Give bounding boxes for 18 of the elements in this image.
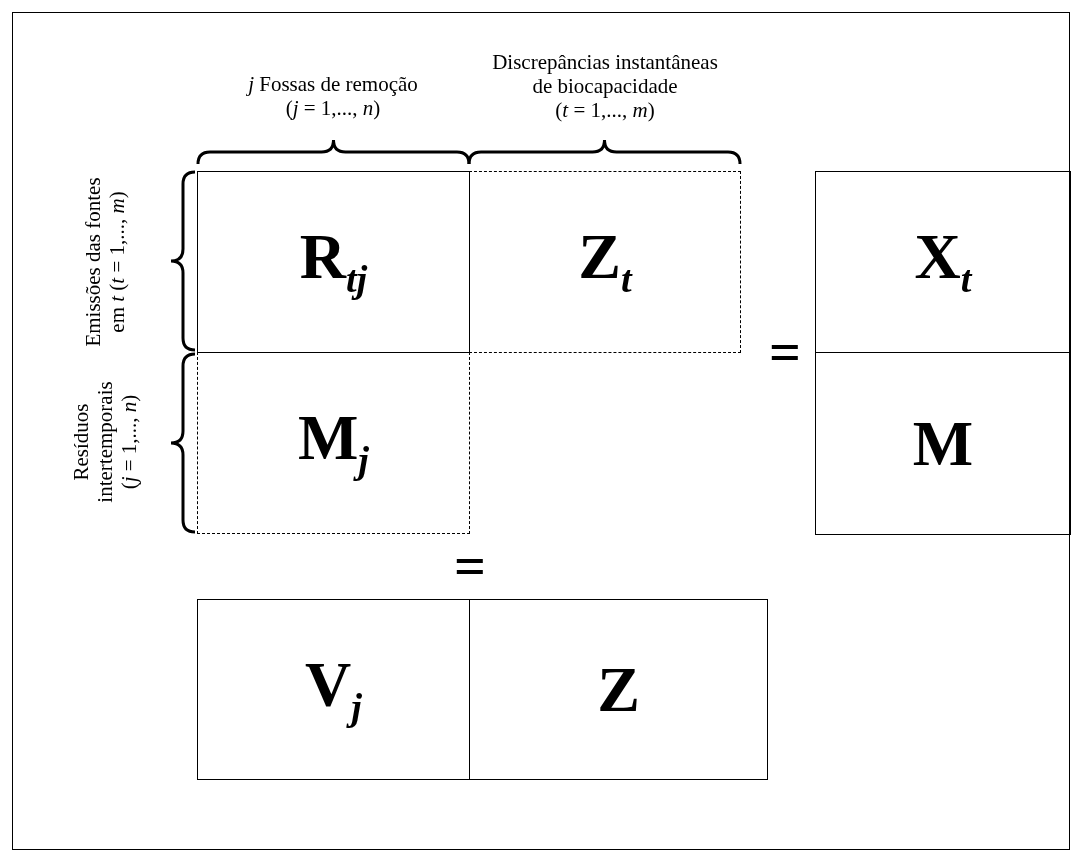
matrix-symbol: M$_{j}$: [297, 406, 370, 480]
matrix-cell: [469, 171, 741, 353]
matrix-cell: [197, 599, 470, 780]
matrix-symbol: M: [912, 411, 974, 476]
matrix-cell: [469, 599, 768, 780]
matrix-symbol: Z: [597, 657, 640, 722]
matrix-symbol: V$_{j}$: [305, 652, 362, 727]
matrix-cell: [197, 171, 470, 353]
matrix-symbol: X$_{t}$: [914, 225, 972, 299]
matrix-cell: [197, 352, 470, 534]
equals-sign: =: [769, 324, 801, 380]
axis-label: Discrepâncias instantâneas de biocapacidade (t = 1,..., m): [491, 50, 719, 122]
equals-sign: =: [454, 538, 486, 594]
matrix-symbol: Z$_{t}$: [578, 225, 632, 299]
matrix-symbol: R$_{tj}$: [299, 225, 368, 299]
axis-label: j Fossas de remoção (j = 1,..., n): [245, 72, 419, 120]
matrix-cell: [815, 171, 1071, 353]
matrix-cell: [815, 352, 1071, 535]
